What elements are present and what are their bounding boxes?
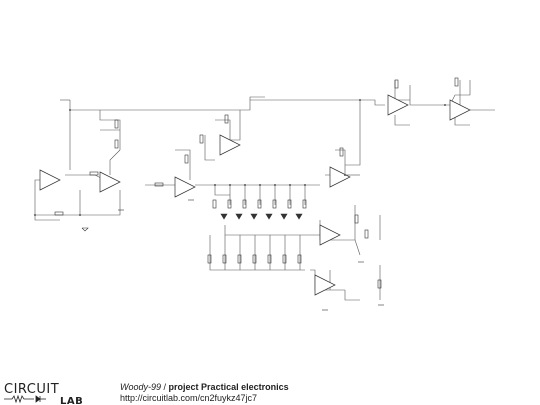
project-credit: Woody-99 / project Practical electronics — [120, 382, 289, 392]
project-url-line: http://circuitlab.com/cn2fuykz47jc7 — [120, 393, 257, 403]
author-name[interactable]: Woody-99 — [120, 382, 162, 392]
footer-bar: CIRCUIT LAB Woody-99 / project Practical… — [0, 380, 540, 405]
circuitlab-logo-icon[interactable]: CIRCUIT LAB — [2, 380, 112, 405]
resistors — [54, 77, 459, 289]
credit-separator: / — [161, 382, 169, 392]
opamp-8 — [387, 94, 409, 116]
junction-dots — [34, 99, 446, 216]
op-amps — [39, 94, 471, 296]
ground-symbols — [81, 199, 384, 311]
opamp-9 — [449, 99, 471, 121]
opamp-4 — [219, 134, 241, 156]
opamp-3 — [174, 176, 196, 198]
logo-trace-icon — [4, 394, 46, 404]
project-title[interactable]: project Practical electronics — [168, 382, 289, 392]
opamp-6 — [319, 224, 341, 246]
logo-bottom-text: LAB — [60, 396, 83, 405]
opamp-2 — [99, 171, 121, 193]
diodes — [220, 213, 303, 220]
project-url-link[interactable]: http://circuitlab.com/cn2fuykz47jc7 — [120, 393, 258, 403]
opamp-7 — [314, 274, 336, 296]
opamp-1 — [39, 169, 61, 191]
opamp-5 — [329, 166, 351, 188]
schematic-canvas — [34, 77, 495, 311]
logo-top-text: CIRCUIT — [4, 382, 59, 397]
